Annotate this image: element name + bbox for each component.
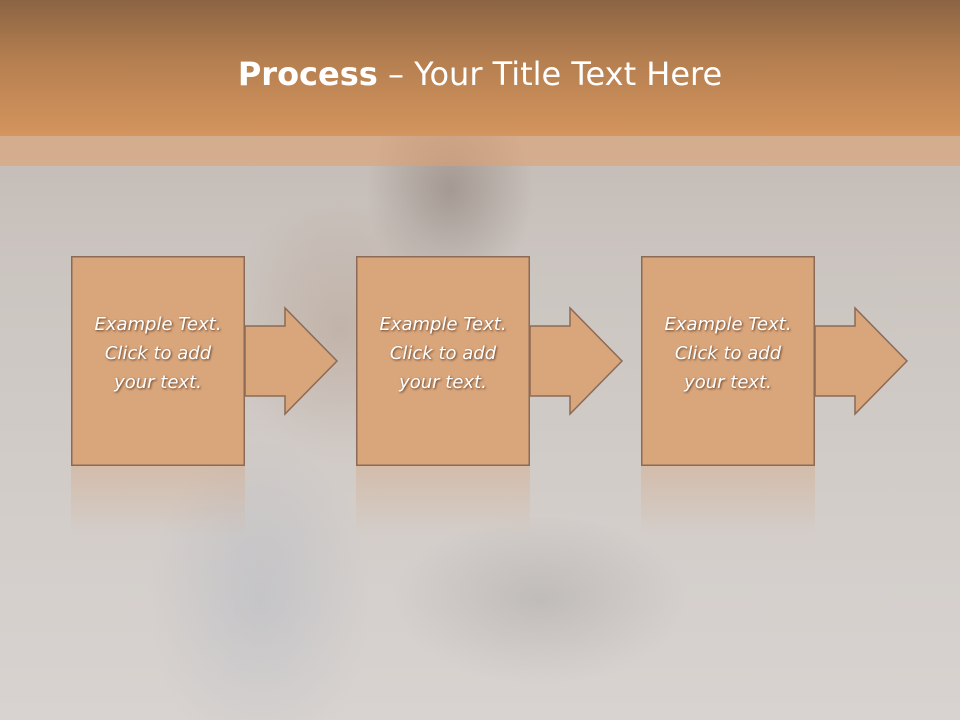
step-text-line: Click to add (104, 343, 212, 364)
step-text-line: your text. (684, 372, 772, 393)
step-text-line: Example Text. (94, 314, 222, 335)
step-reflection (641, 466, 815, 536)
step-text-line: Example Text. (379, 314, 507, 335)
step-reflection (71, 466, 245, 536)
step-text-line: your text. (399, 372, 487, 393)
step-arrow-shape (356, 256, 624, 466)
step-text: Example Text. Click to add your text. (71, 310, 245, 397)
title-accent-strip (0, 136, 960, 166)
slide-title[interactable]: Process – Your Title Text Here (0, 52, 960, 96)
step-text-line: Click to add (674, 343, 782, 364)
title-rest-text: – Your Title Text Here (377, 55, 723, 93)
step-text-line: Click to add (389, 343, 497, 364)
step-reflection (356, 466, 530, 536)
step-text: Example Text. Click to add your text. (641, 310, 815, 397)
step-text-line: your text. (114, 372, 202, 393)
title-bar (0, 0, 960, 136)
step-text: Example Text. Click to add your text. (356, 310, 530, 397)
title-bold-text: Process (237, 55, 378, 93)
step-arrow-shape (641, 256, 909, 466)
step-text-line: Example Text. (664, 314, 792, 335)
step-arrow-shape (71, 256, 339, 466)
